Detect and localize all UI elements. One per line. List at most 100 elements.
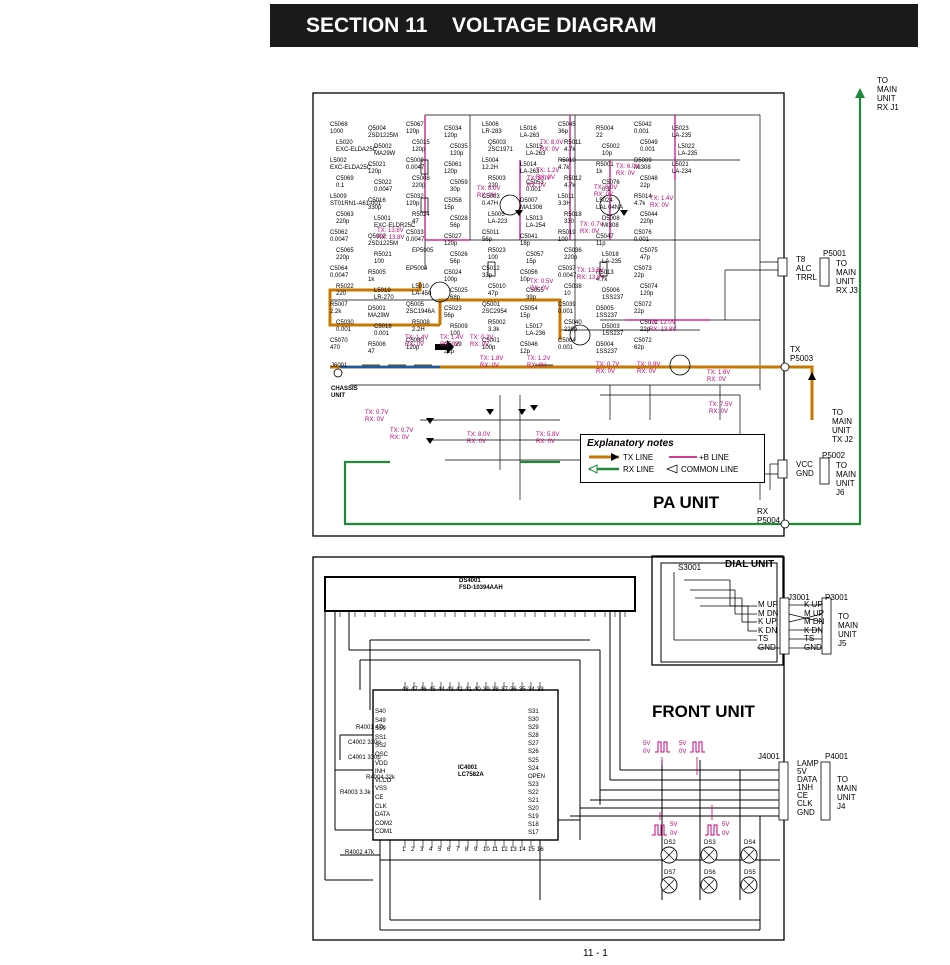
dial-wiring [673,572,788,649]
ic-pin-label: S30 [528,717,539,724]
front-unit-frame [312,556,785,941]
rx-ref: RX P5004 [757,507,781,525]
waveforms [652,741,720,836]
s3001-ref: S3001 [678,563,702,572]
dial-unit-inner-frame [660,562,778,663]
page-number: 11 - 1 [583,948,608,959]
ic-pin-label: COM1 [375,829,393,836]
legend-title: Explanatory notes [587,438,674,449]
pa-top-right-label: TO MAIN UNIT RX J1 [877,76,899,112]
ic-pin-number: 7 [456,847,460,853]
section-title: VOLTAGE DIAGRAM [452,14,657,37]
ic-pin-label: S31 [528,709,539,715]
p5002-ref: P5002 [822,451,846,460]
chassis-label: J6001 CHASSIS UNIT [331,363,358,399]
pa-diodes [426,210,628,444]
ic-pin-number: 33 [537,687,544,693]
ic-pin-label: S18 [528,822,539,829]
ic-pin-label: COM2 [375,820,393,827]
r4002-label: R4002 47k [345,850,375,856]
ic-pin-number: 4 [429,847,433,853]
display-pins [339,611,626,617]
p4001-ref: P4001 [825,752,849,761]
ic-pin-number: 11 [492,847,499,853]
r4004-label: R4004 22k [366,775,396,781]
ic-pin-number: 5 [438,847,442,853]
ic-pin-label: S19 [528,814,539,821]
ic-pin-number: 43 [447,687,454,693]
ic-pin-number: 2 [411,847,415,853]
ic-pins [404,682,541,848]
t8-connector: T8 ALC TRRL [796,255,817,282]
j3001-ref: J3001 [788,593,810,602]
ic-pin-label: S28 [528,733,539,740]
ic-pin-number: 42 [456,687,463,693]
ic-pin-number: 35 [519,687,526,693]
ic-pin-number: 48 [402,687,409,693]
ic-pin-number: 37 [501,687,508,693]
pa-component: EP5005 [412,248,434,254]
tx-label: TO MAIN UNIT TX J2 [832,408,853,444]
ic-pin-number: 39 [483,687,490,693]
ic-pin-label: S27 [528,741,539,748]
ic-pin-label: S29 [528,725,539,732]
section-header: SECTION 11 VOLTAGE DIAGRAM [270,4,918,47]
lamp-ds4: DS4 [744,840,756,846]
tx-ref: TX P5003 [790,345,814,363]
ic-pin-label: DATA [375,812,391,819]
